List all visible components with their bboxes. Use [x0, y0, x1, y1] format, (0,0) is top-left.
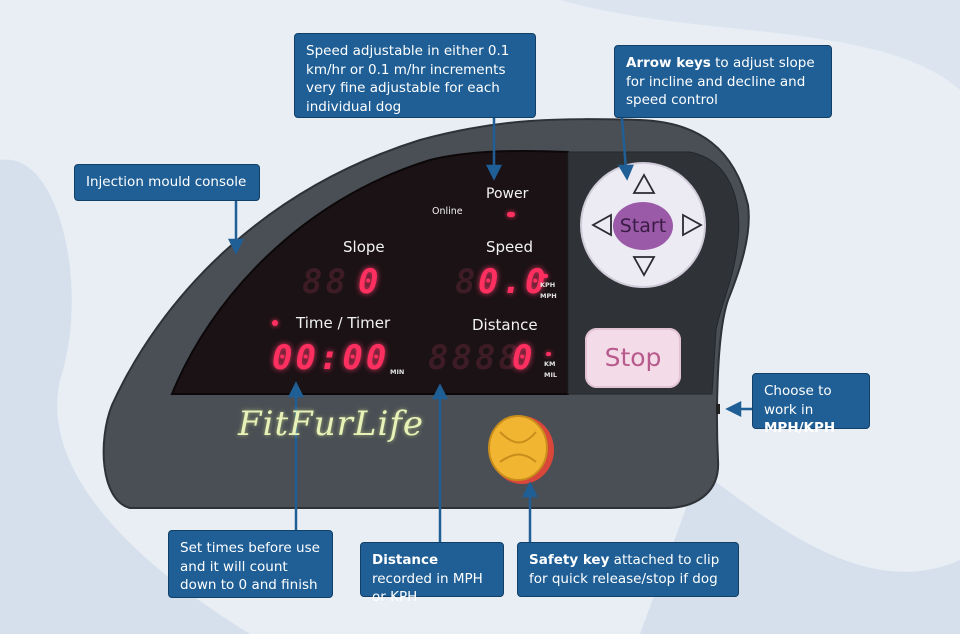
distance-unit-km: KM — [544, 360, 556, 368]
connector-arrowhead — [287, 381, 305, 398]
led-display-panel — [170, 149, 569, 395]
callout-arrow-keys: Arrow keys to adjust slope for incline a… — [614, 45, 832, 118]
brand-logo: FitFurLife — [238, 404, 425, 444]
safety-key-ridge — [499, 453, 537, 463]
connector-arrowhead — [725, 400, 742, 418]
connector-line — [620, 117, 628, 171]
arrow-right-icon[interactable] — [678, 212, 704, 238]
callout-distance: Distance recorded in MPH or KPH — [360, 542, 504, 605]
slope-readout: 0 — [358, 262, 382, 302]
time-readout: 00:00 — [272, 338, 390, 378]
callout-distance-text: recorded in MPH or KPH — [372, 570, 483, 606]
safety-key-icon[interactable] — [488, 415, 548, 481]
timer-led — [272, 320, 278, 326]
callout-timer: Set times before use and it will count d… — [168, 530, 333, 598]
arrow-left-icon[interactable] — [590, 212, 616, 238]
online-label: Online — [432, 206, 463, 217]
speed-ghost-digits: 8 — [455, 262, 479, 302]
callout-safety-key-text: attached to clip for quick release/stop … — [529, 552, 720, 587]
arrow-up-icon[interactable] — [631, 172, 657, 198]
unit-switch[interactable] — [716, 404, 720, 414]
speed-unit-mph: MPH — [540, 292, 557, 300]
time-unit: MIN — [390, 368, 405, 376]
speed-readout: 0.0 — [478, 262, 549, 302]
speed-unit-led — [543, 274, 548, 278]
callout-units-bold: MPH/KPH — [764, 420, 836, 436]
callout-arrow-keys-bold: Arrow keys — [626, 55, 711, 71]
callout-safety-key-bold: Safety key — [529, 552, 610, 568]
connector-arrowhead — [227, 238, 245, 255]
connector-arrowhead — [485, 164, 503, 181]
connector-arrowhead — [431, 383, 449, 400]
callout-speed-text: Speed adjustable in either 0.1 km/hr or … — [306, 43, 510, 115]
arrow-down-icon[interactable] — [631, 252, 657, 278]
distance-unit-led — [546, 352, 551, 356]
callout-timer-text: Set times before use and it will count d… — [180, 540, 320, 593]
callout-injection-mould-text: Injection mould console — [86, 174, 247, 190]
slope-ghost-digits: 88 — [302, 262, 349, 302]
callout-injection-mould: Injection mould console — [74, 164, 260, 201]
callout-units-text: Choose to work in — [764, 383, 832, 418]
start-button[interactable]: Start — [613, 202, 673, 250]
speed-unit-kph: KPH — [540, 281, 556, 289]
callout-safety-key: Safety key attached to clip for quick re… — [517, 542, 739, 597]
time-timer-label: Time / Timer — [296, 314, 391, 332]
power-led — [507, 212, 515, 217]
stop-button[interactable]: Stop — [585, 328, 681, 388]
distance-label: Distance — [472, 316, 538, 334]
callout-units: Choose to work in MPH/KPH — [752, 373, 870, 436]
callout-speed: Speed adjustable in either 0.1 km/hr or … — [294, 33, 536, 118]
background-shape-left — [0, 159, 250, 634]
speed-label: Speed — [486, 238, 534, 256]
slope-label: Slope — [343, 238, 385, 256]
power-label: Power — [486, 186, 529, 202]
callout-arrow-keys-text: to adjust slope for incline and decline … — [626, 55, 815, 108]
connector-arrowhead — [521, 481, 539, 498]
distance-unit-mil: MIL — [544, 371, 558, 379]
distance-readout: 0 — [512, 338, 536, 378]
safety-key-ridge — [499, 431, 537, 444]
distance-ghost-digits: 8888 — [428, 338, 522, 378]
connector-arrowhead — [617, 164, 634, 181]
callout-distance-bold: Distance — [372, 552, 439, 568]
background-shape-top — [560, 0, 960, 90]
